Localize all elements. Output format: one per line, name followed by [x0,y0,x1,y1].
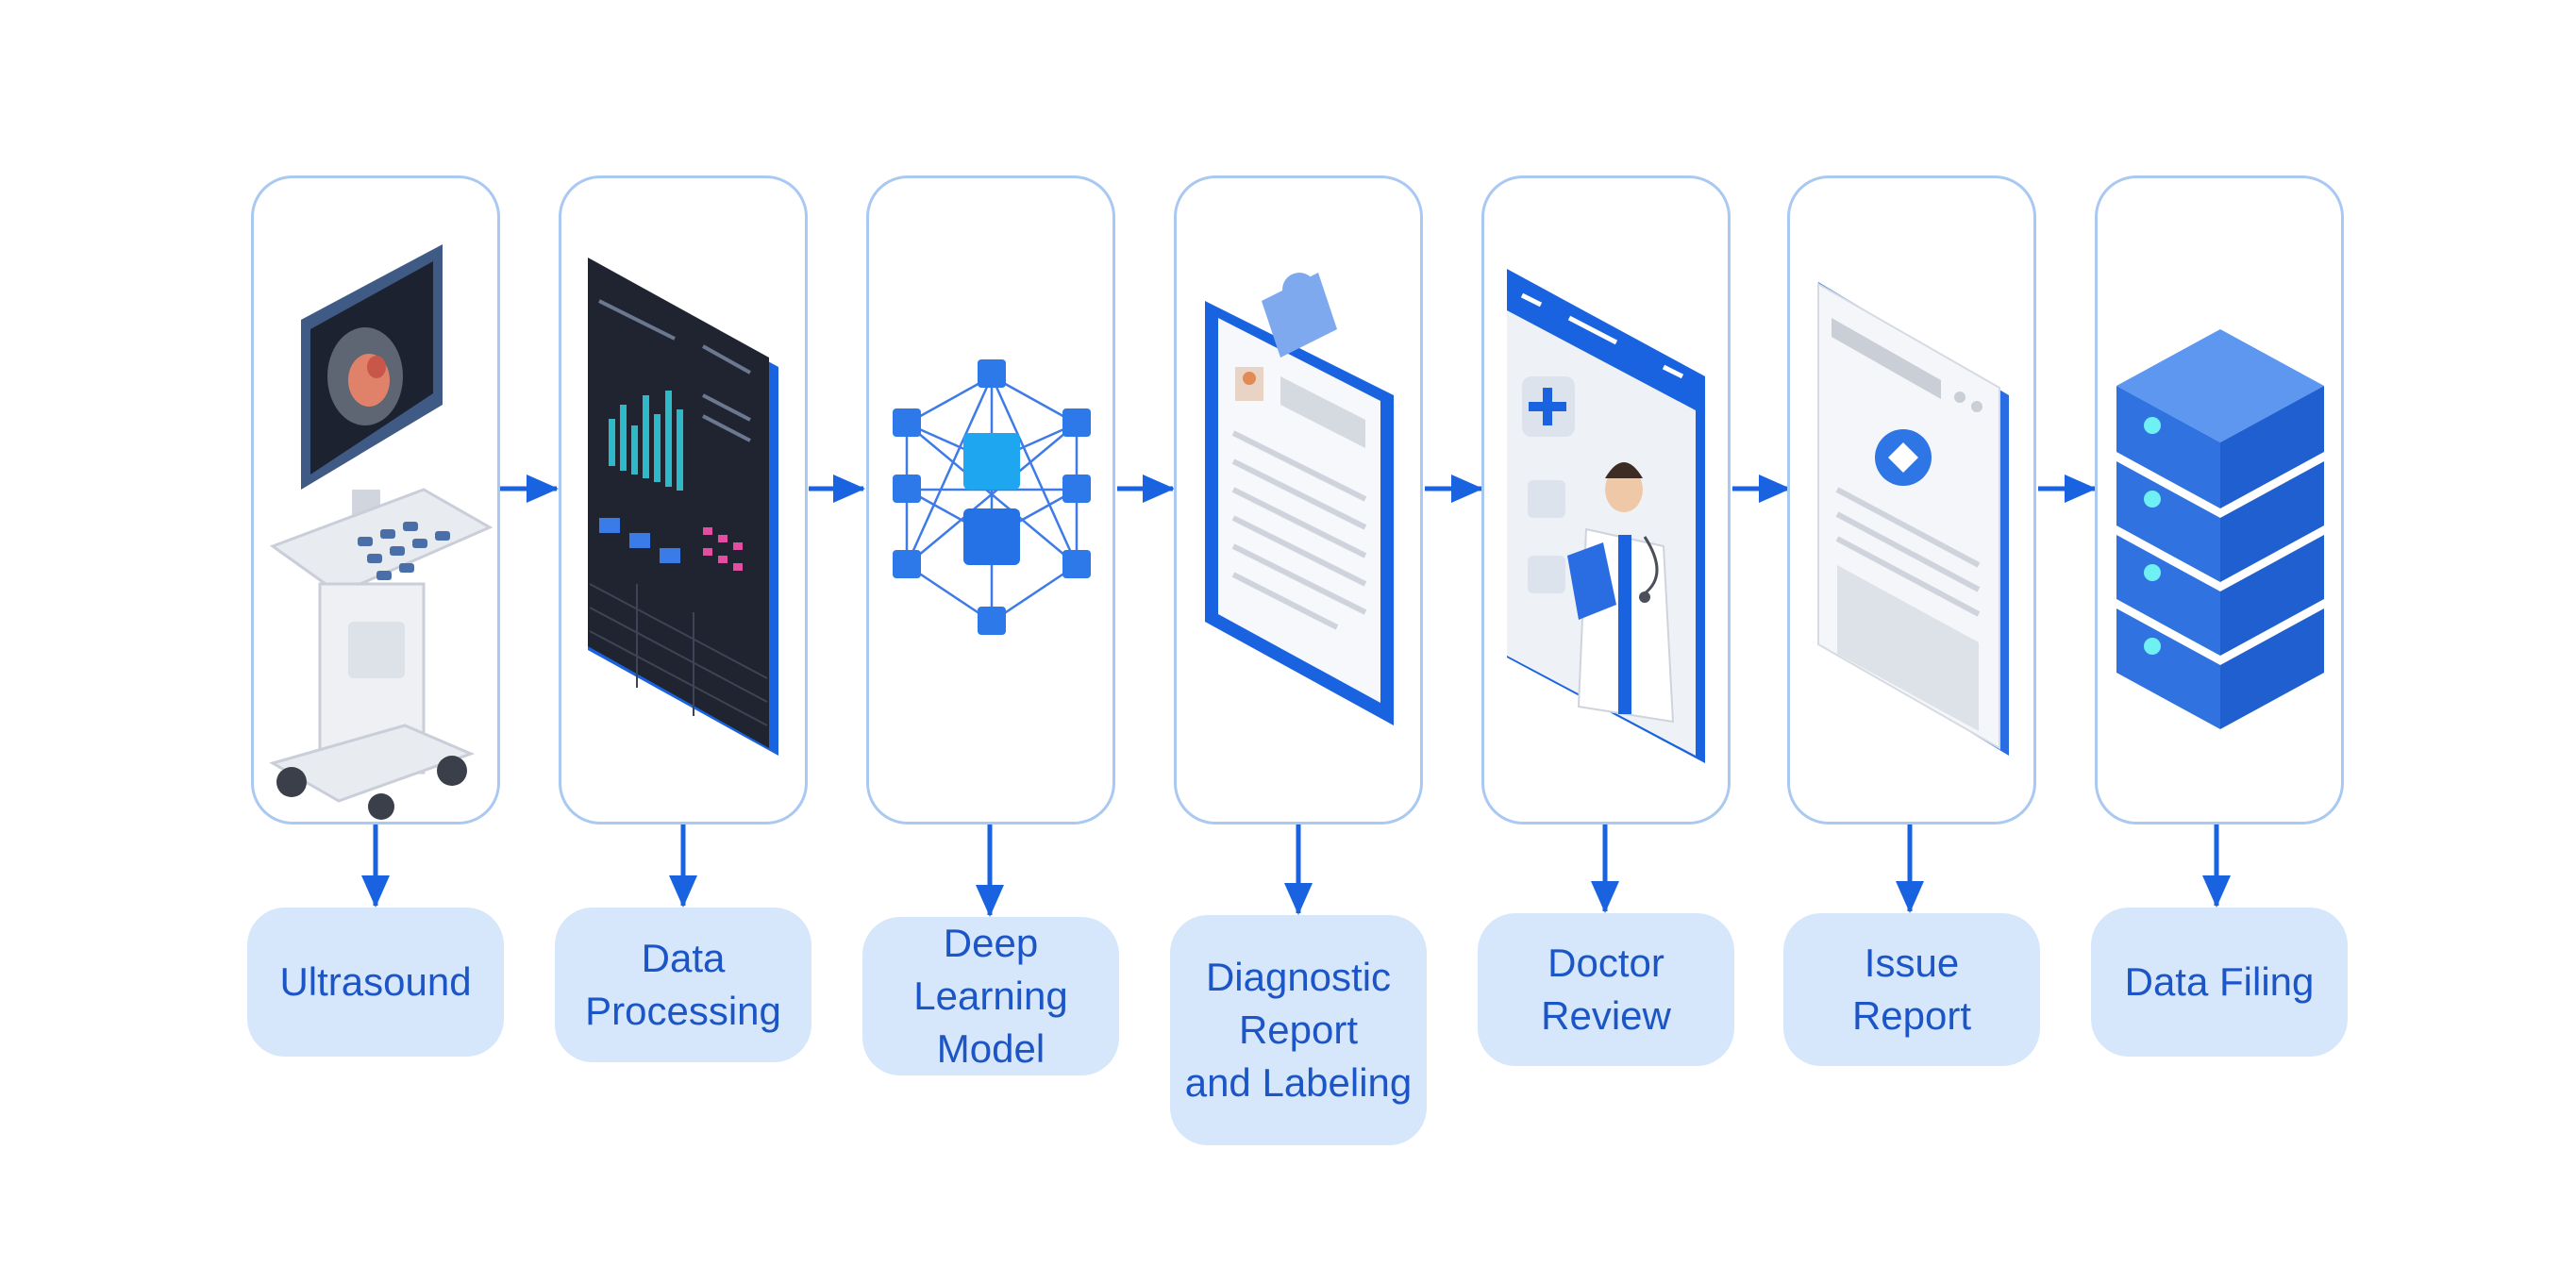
step-card-diagnostic-report [1174,175,1423,825]
step-card-data-processing [559,175,808,825]
step-label-issue-report: Issue Report [1783,913,2040,1066]
step-label-deep-learning-model: Deep Learning Model [862,917,1119,1075]
ultrasound-machine-icon [269,244,493,820]
step-card-ultrasound [251,175,500,825]
step-label-ultrasound: Ultrasound [247,908,504,1057]
step-label-data-filing: Data Filing [2091,908,2348,1057]
step-card-doctor-review [1481,175,1731,825]
step-label-data-processing: Data Processing [555,908,811,1062]
clipboard-report-icon [1205,273,1394,725]
data-dashboard-tablet-icon [588,258,778,756]
database-server-icon [2116,329,2324,729]
step-card-issue-report [1787,175,2036,825]
neural-network-icon [893,359,1091,635]
issue-report-document-icon [1817,282,2009,756]
step-label-doctor-review: Doctor Review [1478,913,1734,1066]
doctor-tablet-icon [1507,269,1705,763]
step-card-data-filing [2095,175,2344,825]
step-card-deep-learning-model [866,175,1115,825]
step-label-diagnostic-report: Diagnostic Report and Labeling [1170,915,1427,1145]
